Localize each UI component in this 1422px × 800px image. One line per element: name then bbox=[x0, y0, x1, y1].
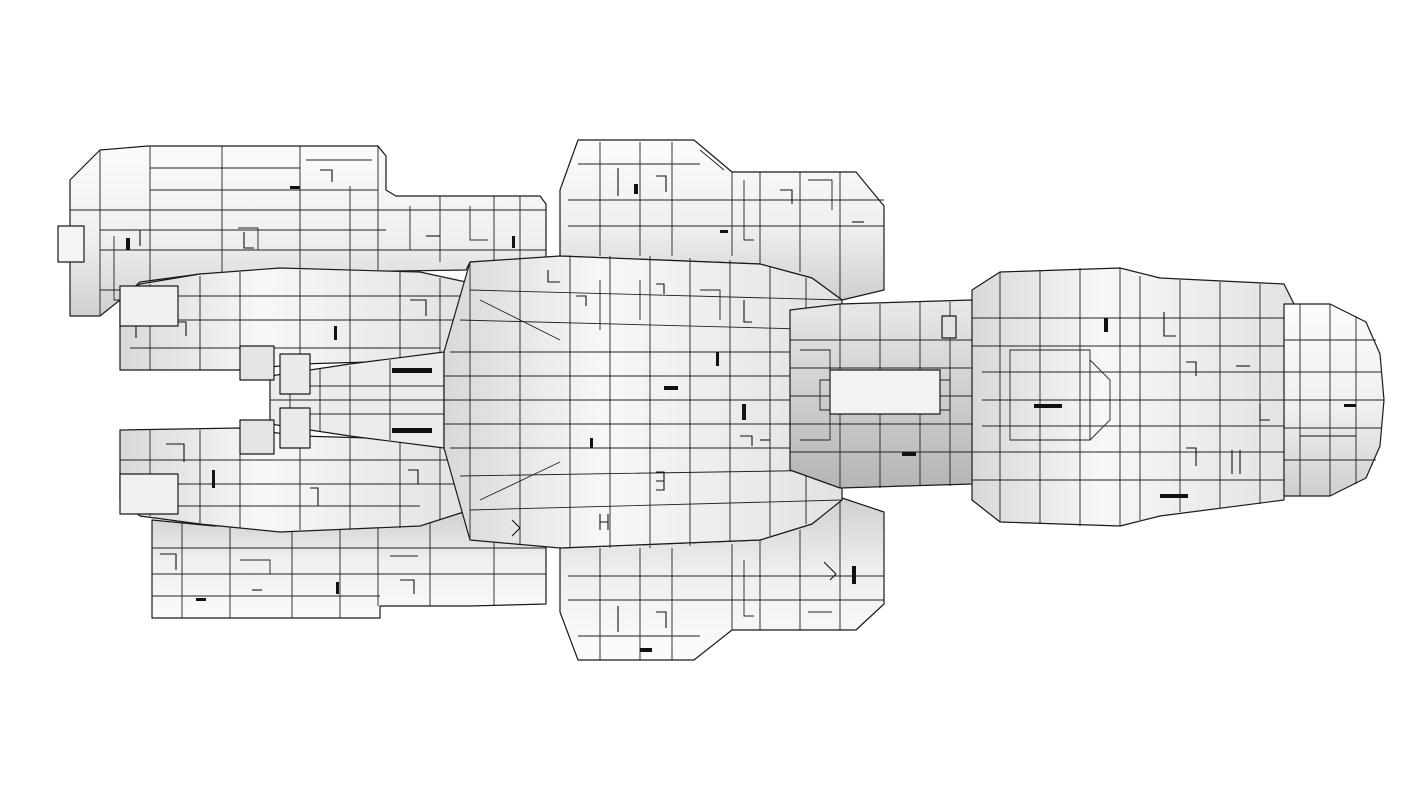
engine-pod-top-left bbox=[57, 145, 547, 317]
main-hull bbox=[443, 255, 843, 549]
lower-wing-block bbox=[559, 497, 885, 661]
upper-arm bbox=[119, 267, 471, 371]
aft-block-upper bbox=[119, 285, 311, 395]
aft-block-lower bbox=[119, 407, 311, 515]
upper-wing-block bbox=[559, 139, 885, 301]
nose-cone bbox=[1283, 303, 1385, 497]
forward-hull bbox=[971, 267, 1295, 527]
neck-connector bbox=[789, 299, 983, 489]
